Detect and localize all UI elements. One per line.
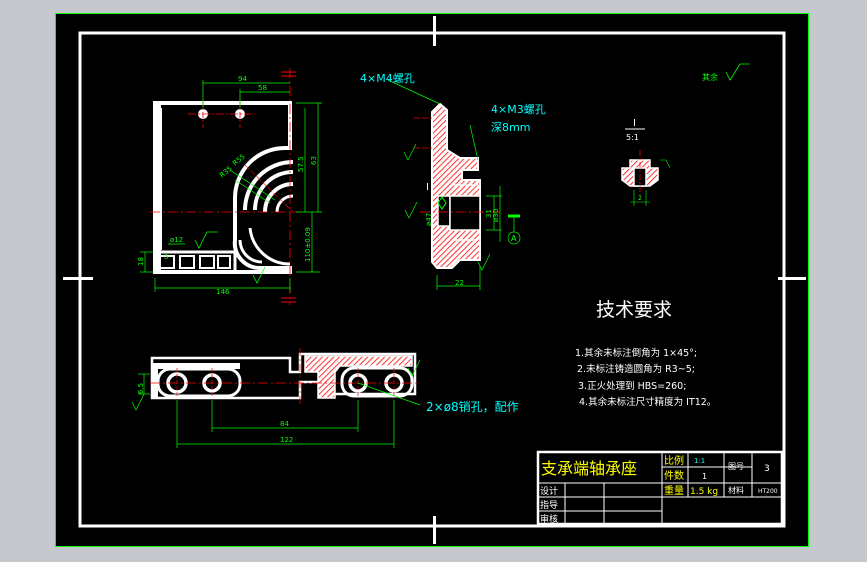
dim-bottom-84: 84 (280, 420, 289, 428)
side-view (387, 79, 521, 290)
drawing-frame (63, 16, 806, 544)
bottom-view (131, 348, 421, 448)
scale-label: 比例 (664, 454, 684, 467)
dim-top-58: 58 (258, 84, 267, 92)
dim-side-d30: ø30 (492, 209, 500, 222)
dim-18: 18 (137, 257, 145, 266)
surface-note-text: 其余 (702, 72, 718, 82)
dim-top-94: 94 (238, 75, 247, 83)
detail-view: I 5:1 2 (621, 118, 671, 206)
dim-57-5: 57.5 (297, 156, 305, 172)
dim-5: 5 (164, 253, 168, 261)
weight-value: 1.5 kg (690, 487, 718, 497)
dim-110: 110±0.09 (304, 227, 312, 262)
drawing-no-label: 图号 (728, 462, 744, 471)
weight-label: 重量 (664, 484, 684, 497)
dim-bottom-6-5: 6.5 (137, 383, 145, 394)
drawing-no-value: 3 (764, 464, 770, 474)
designer-label: 设计 (540, 485, 558, 497)
count-label: 件数 (664, 469, 684, 482)
count-value: 1 (702, 472, 707, 481)
datum-a: A (511, 234, 517, 243)
tech-req-item-4: 4.其余未标注尺寸精度为 IT12。 (579, 396, 716, 408)
surface-roughness-note: 其余 (702, 63, 750, 82)
hole-m4-label: 4×M4螺孔 (360, 72, 415, 85)
guide-label: 指导 (540, 499, 558, 511)
dim-side-d47: ø47 (425, 213, 433, 226)
tech-req-heading: 技术要求 (596, 299, 672, 321)
section-marker: I (426, 182, 429, 193)
detail-name: I (633, 118, 636, 129)
paper-outline (55, 13, 809, 547)
hole-m3-depth-label: 深8mm (491, 121, 530, 134)
tech-req-item-1: 1.其余未标注倒角为 1×45°; (575, 347, 697, 359)
pin-holes-label: 2×ø8销孔，配作 (426, 400, 519, 414)
dim-63: 63 (310, 156, 318, 165)
dim-side-31: 31 (485, 209, 493, 218)
review-label: 审核 (540, 513, 558, 525)
tech-req-item-2: 2.未标注铸造圆角为 R3~5; (577, 363, 695, 375)
technical-requirements: 技术要求 1.其余未标注倒角为 1×45°; 2.未标注铸造圆角为 R3~5; … (575, 299, 716, 408)
dim-side-22: 22 (455, 279, 464, 287)
dim-146: 146 (216, 288, 230, 296)
hole-m3-label: 4×M3螺孔 (491, 103, 546, 116)
part-name: 支承端轴承座 (541, 459, 637, 478)
scale-value: 1:1 (694, 457, 705, 465)
detail-scale: 5:1 (626, 133, 639, 142)
title-block: 支承端轴承座 比例 1:1 件数 1 图号 3 重量 1.5 kg 材料 HT2… (536, 450, 784, 526)
tech-req-item-3: 3.正火处理到 HBS=260; (578, 380, 686, 392)
dim-detail-2: 2 (638, 195, 642, 202)
front-view (140, 68, 322, 305)
dim-bottom-122: 122 (280, 436, 293, 444)
material-value: HT200 (758, 488, 778, 495)
dim-d12: ø12 (170, 236, 183, 244)
material-label: 材料 (728, 485, 744, 495)
